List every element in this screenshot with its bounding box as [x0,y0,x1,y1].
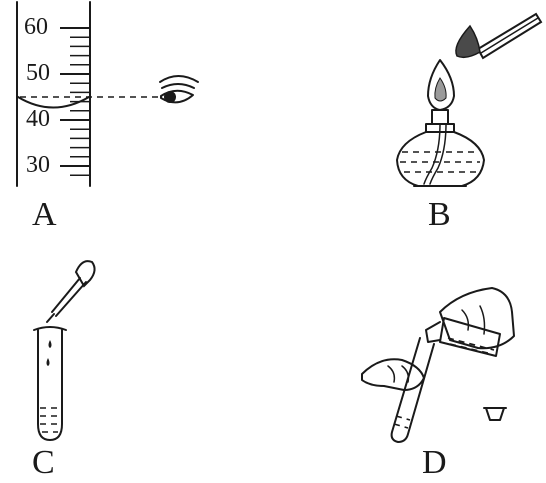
drop-2 [46,358,50,366]
cylinder-scale-ticks [60,27,90,176]
tick-label-30: 30 [26,152,50,178]
pouring-hand [439,287,515,350]
panel-d-pouring [361,287,515,443]
lamp-wick-holder [431,109,449,125]
bottle-stopper [485,407,505,421]
holding-hand [361,358,425,391]
dropper-bulb [74,260,96,288]
eye-icon [159,75,199,104]
lamp-wick [423,123,441,185]
tilted-test-tube [390,337,435,443]
tick-label-40: 40 [26,106,50,132]
panel-label-d: D [422,444,447,481]
dropper-tube [55,281,87,317]
panel-label-b: B [428,196,451,233]
test-tube-liquid [40,407,60,433]
burning-splint [455,12,543,60]
panel-label-c: C [32,444,55,481]
test-tube [37,329,63,441]
panel-b-alcohol-lamp [396,12,543,187]
reagent-bottle [439,317,501,357]
panel-label-a: A [32,196,57,233]
liquid-meniscus [17,96,90,109]
splint-flame-icon [455,24,481,59]
drop-1 [48,340,52,348]
tick-label-60: 60 [24,14,48,40]
lamp-body [396,131,485,187]
lamp-flame-icon [427,59,455,111]
tick-label-50: 50 [26,60,50,86]
panel-c-dropper [33,260,96,441]
panel-a-graduated-cylinder: 60 50 40 30 [16,1,199,187]
